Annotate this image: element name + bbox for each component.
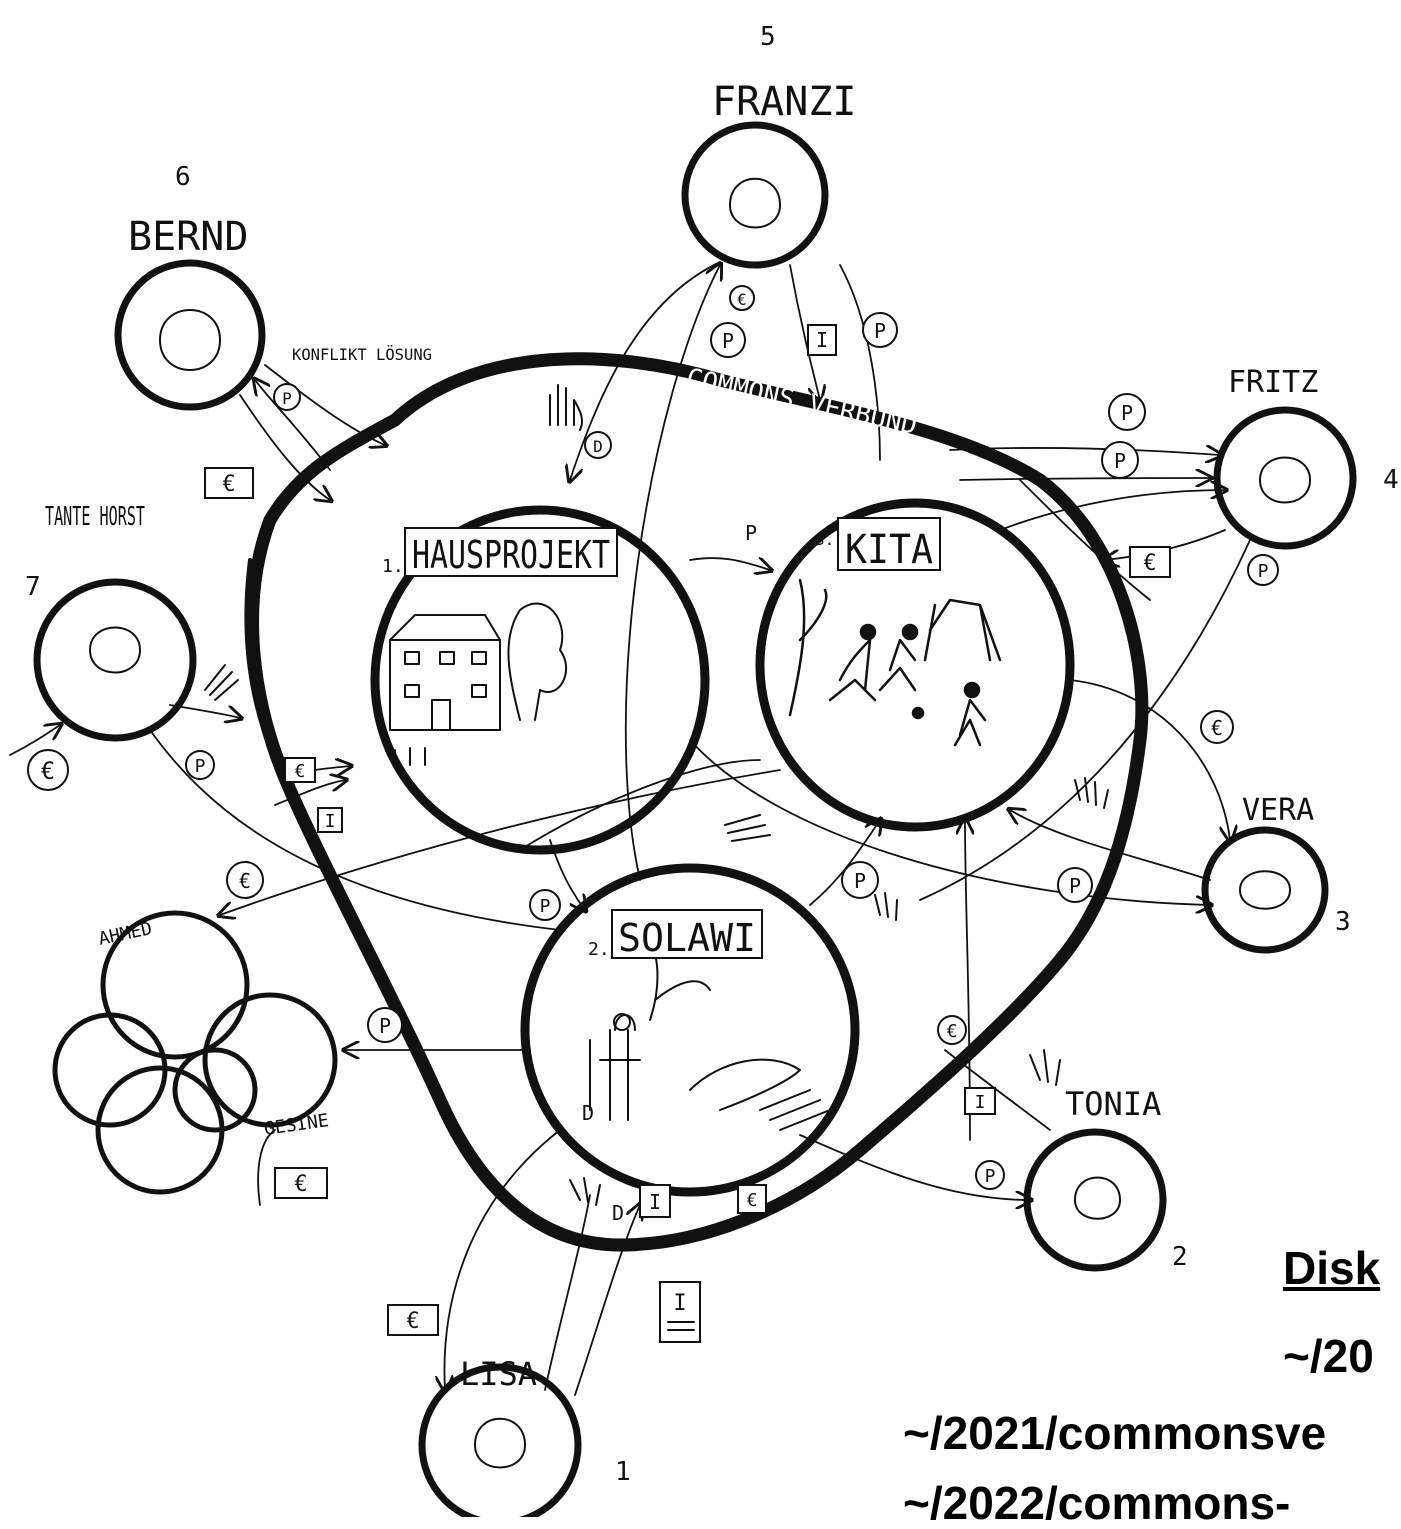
svg-text:€: €: [1211, 716, 1223, 740]
flow-arrows: [9, 262, 1251, 1396]
person-name-bernd: BERND: [128, 214, 248, 260]
d-symbols: D D D: [582, 431, 624, 1225]
ring-label: COMMONS VERBUND: [684, 363, 920, 441]
person-number-bernd: 6: [175, 162, 191, 192]
hand-icon: [569, 1177, 601, 1206]
svg-text:P: P: [195, 756, 206, 777]
svg-text:I: I: [816, 328, 828, 352]
person-name-tante-horst: TANTE HORST: [45, 502, 145, 532]
hand-icon: [724, 814, 771, 842]
project-name-hausprojekt: HAUSPROJEKT: [412, 533, 610, 577]
project-name-solawi: SOLAWI: [618, 916, 756, 960]
svg-text:I: I: [649, 1190, 661, 1214]
svg-text:P: P: [985, 1166, 996, 1187]
euro-symbols: € € € € € € € € € € €: [27, 285, 1234, 1336]
svg-text:€: €: [295, 761, 306, 782]
project-number-solawi: 2.: [588, 939, 610, 960]
person-number-vera: 3: [1335, 907, 1351, 937]
hand-icon: [1074, 777, 1109, 809]
overlay-line-2: ~/2021/commonsve: [903, 1407, 1327, 1459]
person-name-vera: VERA: [1242, 793, 1314, 828]
person-name-lisa: LISA: [460, 1355, 537, 1393]
svg-text:P: P: [1069, 874, 1081, 898]
svg-text:P: P: [722, 329, 734, 353]
i-symbols: I I I I I: [317, 324, 996, 1343]
svg-text:€: €: [1143, 551, 1156, 576]
group-cluster: [52, 910, 338, 1195]
svg-text:I: I: [975, 1092, 986, 1113]
hand-icon: [204, 664, 239, 701]
person-number-lisa: 1: [615, 1457, 631, 1487]
person-number-tante-horst: 7: [25, 572, 41, 602]
svg-text:€: €: [222, 472, 235, 497]
svg-text:P: P: [1121, 401, 1133, 425]
svg-text:€: €: [294, 1172, 307, 1197]
person-circles: [33, 121, 1357, 1517]
svg-text:P: P: [1114, 449, 1126, 473]
solawi-drawing: [589, 939, 831, 1131]
svg-text:€: €: [406, 1309, 419, 1334]
overlay-line-1: ~/20: [1283, 1330, 1374, 1382]
svg-text:P: P: [745, 521, 757, 545]
person-labels: LISA 1 TONIA 2 VERA 3 FRITZ 4 FRANZI 5 B…: [25, 22, 1399, 1487]
svg-text:D: D: [612, 1201, 624, 1225]
svg-text:€: €: [747, 1190, 758, 1211]
flow-symbols: € € € € € € € € € € € P P: [27, 285, 1279, 1343]
faces: [89, 177, 1311, 1469]
person-name-franzi: FRANZI: [712, 79, 857, 125]
kita-drawing: [788, 578, 1002, 747]
commons-ring: [246, 352, 1149, 1252]
project-labels: 1. HAUSPROJEKT 3. KITA 2. SOLAWI: [382, 517, 941, 960]
project-number-kita: 3.: [815, 530, 834, 549]
svg-text:D: D: [593, 437, 603, 456]
person-number-tonia: 2: [1172, 1242, 1188, 1272]
svg-text:P: P: [282, 389, 292, 408]
svg-text:I: I: [325, 811, 336, 832]
hand-icons: [204, 384, 1109, 1206]
overlay-line-3: ~/2022/commons-: [903, 1477, 1291, 1529]
project-number-hausprojekt: 1.: [382, 556, 404, 577]
project-circles: [370, 498, 1075, 1197]
svg-text:D: D: [582, 1101, 594, 1125]
svg-text:€: €: [947, 1021, 958, 1042]
house-drawing: [389, 602, 567, 766]
annotation-konflikt: KONFLIKT LÖSUNG: [292, 345, 432, 364]
hand-icon: [1029, 1049, 1061, 1086]
svg-text:€: €: [239, 869, 251, 893]
person-name-fritz: FRITZ: [1228, 365, 1318, 400]
svg-text:€: €: [737, 290, 747, 309]
svg-text:I: I: [673, 1291, 686, 1316]
svg-text:P: P: [379, 1014, 391, 1038]
person-number-fritz: 4: [1383, 465, 1399, 495]
svg-text:P: P: [854, 869, 866, 893]
group-name-ahmed: AHMED: [97, 918, 154, 950]
overlay-heading: Disk: [1283, 1242, 1381, 1294]
hand-icon: [874, 892, 898, 921]
hand-icon: [549, 384, 584, 431]
svg-text:€: €: [41, 757, 55, 785]
project-name-kita: KITA: [845, 527, 933, 573]
svg-text:P: P: [1258, 561, 1269, 582]
person-name-tonia: TONIA: [1065, 1085, 1161, 1123]
p-symbols: P P P P P P P P P P P P P: [185, 312, 1279, 1190]
svg-text:P: P: [874, 319, 886, 343]
person-number-franzi: 5: [760, 22, 776, 52]
group-name-gesine: GESINE: [263, 1110, 330, 1140]
svg-text:P: P: [540, 896, 551, 917]
